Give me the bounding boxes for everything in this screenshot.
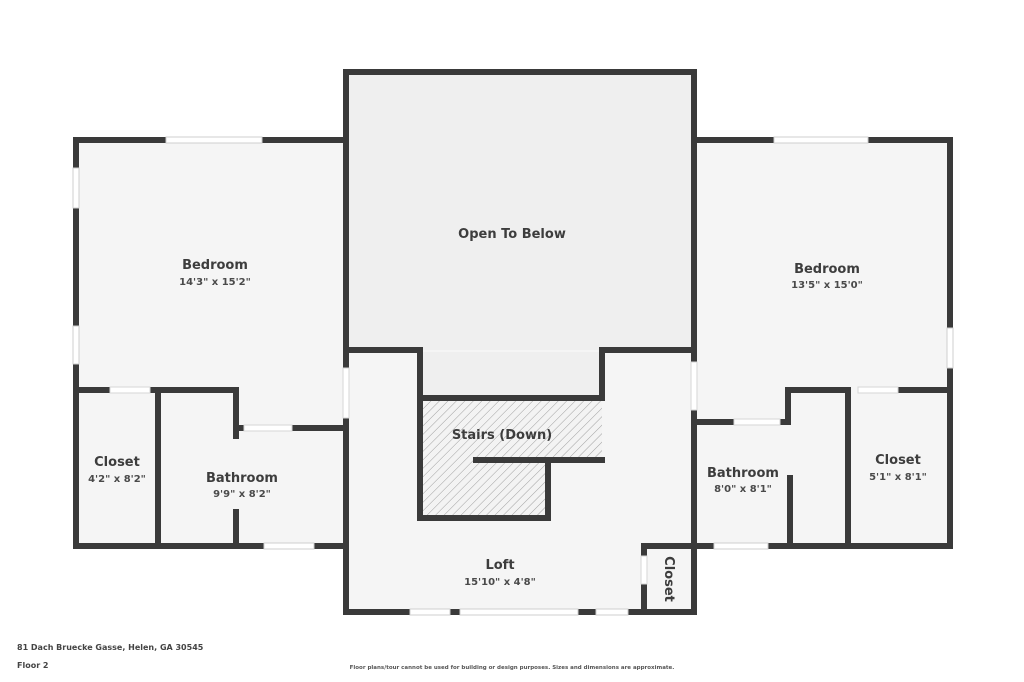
window (263, 542, 315, 550)
disclaimer: Floor plans/tour cannot be used for buil… (349, 665, 675, 671)
window (72, 325, 80, 365)
bathroom-left-label: Bathroom (206, 471, 278, 486)
window (165, 136, 263, 144)
closet-right-label: Closet (875, 453, 921, 468)
bedroom-left-dims: 14'3" x 15'2" (179, 277, 251, 288)
window (946, 327, 954, 369)
door-opening (109, 386, 151, 394)
bathroom-right-dims: 8'0" x 8'1" (714, 484, 772, 495)
door-opening (690, 361, 698, 411)
closet-left-dims: 4'2" x 8'2" (88, 474, 146, 485)
window (72, 167, 80, 209)
door-opening (733, 418, 781, 426)
stairs-label: Stairs (Down) (452, 428, 552, 443)
closet-left-area[interactable] (76, 390, 158, 546)
room-fills (76, 72, 950, 612)
loft-label: Loft (485, 558, 514, 573)
window (595, 608, 629, 616)
property-address: 81 Dach Bruecke Gasse, Helen, GA 30545 (17, 643, 204, 652)
bedroom-right-label: Bedroom (794, 262, 860, 277)
door-openings (109, 361, 899, 585)
bathroom-left-dims: 9'9" x 8'2" (213, 489, 271, 500)
bedroom-left-area[interactable] (76, 140, 344, 390)
bedroom-right-dims: 13'5" x 15'0" (791, 280, 863, 291)
open-to-below-area[interactable] (346, 72, 694, 352)
door-opening (243, 424, 293, 432)
closet-loft-label: Closet (661, 556, 676, 602)
window (773, 136, 869, 144)
bedroom-right-area[interactable] (694, 140, 950, 390)
bedroom-left-label: Bedroom (182, 258, 248, 273)
window (459, 608, 579, 616)
floor-label: Floor 2 (17, 661, 49, 670)
door-opening (857, 386, 899, 394)
bathroom-right-area[interactable] (694, 390, 848, 546)
bathroom-left-area[interactable] (158, 388, 344, 546)
window (713, 542, 769, 550)
closet-left-label: Closet (94, 455, 140, 470)
window (409, 608, 451, 616)
walls (73, 69, 953, 615)
door-opening (640, 555, 648, 585)
closet-right-area[interactable] (848, 390, 950, 546)
open-to-below-label: Open To Below (458, 227, 566, 242)
loft-dims: 15'10" x 4'8" (464, 577, 536, 588)
door-opening (342, 367, 350, 419)
windows (72, 136, 954, 616)
bathroom-right-label: Bathroom (707, 466, 779, 481)
closet-right-dims: 5'1" x 8'1" (869, 472, 927, 483)
